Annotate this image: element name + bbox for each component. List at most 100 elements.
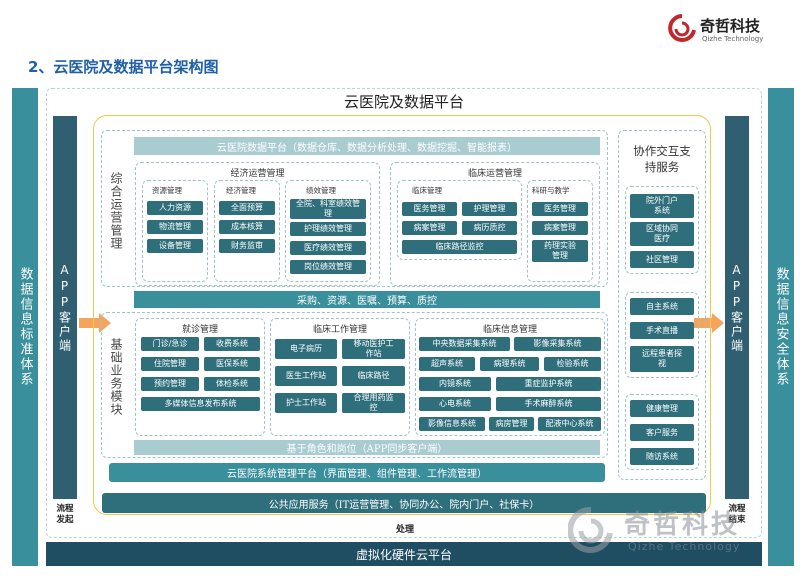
logo-name: 奇哲科技 bbox=[700, 17, 761, 35]
performance-box bbox=[285, 180, 371, 282]
clinical-info-item-image-capture[interactable]: 影像采集系统 bbox=[514, 337, 601, 351]
outpatient-box bbox=[135, 318, 265, 436]
core-container bbox=[93, 115, 711, 515]
platform-title: 云医院及数据平台 bbox=[343, 93, 464, 111]
outpatient-item-appointment[interactable]: 预约管理 bbox=[141, 377, 199, 391]
clinical-info-item-infusion[interactable]: 配液中心系统 bbox=[538, 417, 601, 431]
resource-item-hr[interactable]: 人力资源 bbox=[147, 201, 203, 215]
clinical-item-quality[interactable]: 病历质控 bbox=[462, 221, 517, 235]
clinical-work-item-nurse[interactable]: 护士工作站 bbox=[275, 393, 337, 413]
collab-regional[interactable]: 区域协同医疗 bbox=[630, 222, 694, 246]
outpatient-item-insurance[interactable]: 医保系统 bbox=[204, 357, 260, 371]
system-bar: 云医院系统管理平台（界面管理、组件管理、工作流管理） bbox=[109, 463, 605, 482]
performance-title: 绩效管理 bbox=[306, 186, 336, 195]
clinical-info-item-ultrasound[interactable]: 超声系统 bbox=[419, 357, 475, 371]
collab-remote-visit[interactable]: 远程患者探视 bbox=[630, 346, 694, 372]
performance-item-dept[interactable]: 全院、科室绩效管理 bbox=[290, 199, 366, 219]
clinical-ops-title: 临床运营管理 bbox=[467, 169, 522, 179]
resource-item-logistics[interactable]: 物流管理 bbox=[147, 220, 203, 234]
collab-title: 协作交互支持服务 bbox=[633, 144, 691, 174]
clinical-work-item-mobile[interactable]: 移动医护工作站 bbox=[342, 339, 405, 359]
research-item-medical[interactable]: 医务管理 bbox=[532, 202, 588, 216]
performance-item-post[interactable]: 岗位绩效管理 bbox=[290, 260, 366, 274]
resource-box bbox=[142, 180, 208, 282]
collab-group-3 bbox=[625, 394, 699, 470]
clinical-item-nursing[interactable]: 护理管理 bbox=[462, 202, 517, 216]
collab-health[interactable]: 健康管理 bbox=[630, 400, 694, 417]
data-platform-bar: 云医院数据平台（数据仓库、数据分析处理、数据挖掘、智能报表） bbox=[134, 137, 600, 155]
clinical-item-pathway[interactable]: 临床路径监控 bbox=[402, 240, 517, 254]
logo-icon bbox=[668, 14, 696, 42]
clinical-info-item-icu[interactable]: 重症监护系统 bbox=[496, 377, 601, 391]
watermark-logo-icon bbox=[568, 506, 613, 553]
public-service-bar: 公共应用服务（IT运营管理、协同办公、院内门户、社保卡） bbox=[102, 493, 706, 513]
clinical-info-item-endoscopy[interactable]: 内镜系统 bbox=[419, 377, 491, 391]
economy-item-budget[interactable]: 全面预算 bbox=[219, 201, 275, 215]
process-label: 处理 bbox=[395, 525, 414, 535]
virtual-hardware-bar: 虚拟化硬件云平台 bbox=[46, 542, 762, 566]
flow-end: 流程结束 bbox=[728, 504, 746, 525]
outpatient-item-billing[interactable]: 收费系统 bbox=[204, 337, 260, 351]
collab-followup[interactable]: 随访系统 bbox=[630, 448, 694, 465]
economy-box bbox=[214, 180, 280, 282]
resource-title: 资源管理 bbox=[152, 186, 182, 195]
clinical-info-item-ward[interactable]: 病房管理 bbox=[489, 417, 534, 431]
platform-container bbox=[46, 88, 762, 538]
app-client-right: APP客户端 bbox=[725, 116, 749, 499]
research-item-records[interactable]: 病案管理 bbox=[532, 221, 588, 235]
arrow-right-icon bbox=[694, 313, 724, 333]
role-bar: 基于角色和岗位（APP同步客户端） bbox=[134, 440, 600, 455]
collab-group-1 bbox=[625, 186, 699, 274]
watermark-name: 奇哲科技 bbox=[624, 510, 741, 540]
performance-item-medical[interactable]: 医疗绩效管理 bbox=[290, 241, 366, 255]
clinical-work-item-doctor[interactable]: 医生工作站 bbox=[275, 366, 337, 386]
arrow-right-icon bbox=[79, 313, 111, 333]
clinical-work-item-emr[interactable]: 电子病历 bbox=[275, 339, 337, 359]
basic-area bbox=[101, 312, 608, 458]
outpatient-title: 就诊管理 bbox=[181, 325, 218, 335]
collab-portal[interactable]: 院外门户系统 bbox=[630, 194, 694, 218]
logo: 奇哲科技 Qizhe Technology bbox=[668, 14, 778, 48]
research-title: 科研与教学 bbox=[532, 186, 570, 195]
procurement-bar: 采购、资源、医嘱、预算、质控 bbox=[134, 291, 600, 308]
collab-customer[interactable]: 客户服务 bbox=[630, 424, 694, 441]
left-side-standard: 数据信息标准体系 bbox=[12, 88, 38, 566]
right-side-security: 数据信息安全体系 bbox=[768, 88, 794, 566]
clinical-item-medical[interactable]: 医务管理 bbox=[402, 202, 457, 216]
collab-surgery-live[interactable]: 手术直播 bbox=[630, 322, 694, 339]
performance-item-nursing[interactable]: 护理绩效管理 bbox=[290, 222, 366, 236]
comprehensive-area bbox=[101, 130, 608, 287]
clinical-work-title: 临床工作管理 bbox=[312, 325, 367, 335]
collab-self[interactable]: 自主系统 bbox=[630, 298, 694, 315]
research-box bbox=[527, 180, 593, 282]
economic-ops-title: 经济运营管理 bbox=[230, 169, 285, 179]
collab-community[interactable]: 社区管理 bbox=[630, 251, 694, 268]
economic-ops-box bbox=[135, 162, 380, 286]
comprehensive-label: 综合运营管理 bbox=[109, 172, 123, 250]
clinical-work-box bbox=[270, 318, 410, 436]
clinical-mgmt-box bbox=[397, 180, 522, 260]
logo-sub: Qizhe Technology bbox=[702, 35, 764, 43]
clinical-item-records[interactable]: 病案管理 bbox=[402, 221, 457, 235]
watermark-sub: Qizhe Technology bbox=[628, 540, 741, 553]
outpatient-item-emergency[interactable]: 门诊/急诊 bbox=[141, 337, 199, 351]
watermark: 奇哲科技 Qizhe Technology bbox=[568, 500, 768, 564]
clinical-info-item-central[interactable]: 中央数据采集系统 bbox=[419, 337, 510, 351]
outpatient-item-multimedia[interactable]: 多媒体信息发布系统 bbox=[141, 397, 260, 411]
economy-item-audit[interactable]: 财务监审 bbox=[219, 239, 275, 253]
clinical-info-item-pathology[interactable]: 病理系统 bbox=[480, 357, 539, 371]
clinical-info-item-ecg[interactable]: 心电系统 bbox=[419, 397, 491, 411]
economy-item-cost[interactable]: 成本核算 bbox=[219, 220, 275, 234]
clinical-info-item-lab[interactable]: 检验系统 bbox=[544, 357, 601, 371]
outpatient-item-checkup[interactable]: 体检系统 bbox=[204, 377, 260, 391]
clinical-work-item-pathway[interactable]: 临床路径 bbox=[342, 366, 405, 386]
collab-box bbox=[618, 130, 706, 480]
clinical-info-item-anesthesia[interactable]: 手术麻醉系统 bbox=[496, 397, 601, 411]
clinical-info-title: 临床信息管理 bbox=[482, 325, 537, 335]
clinical-work-item-drug[interactable]: 合理用药监控 bbox=[342, 393, 405, 413]
outpatient-item-inpatient[interactable]: 住院管理 bbox=[141, 357, 199, 371]
clinical-info-item-imaging[interactable]: 影像信息系统 bbox=[419, 417, 485, 431]
resource-item-equipment[interactable]: 设备管理 bbox=[147, 239, 203, 253]
clinical-ops-box bbox=[390, 162, 600, 286]
research-item-pharma[interactable]: 药理实验管理 bbox=[532, 240, 588, 262]
